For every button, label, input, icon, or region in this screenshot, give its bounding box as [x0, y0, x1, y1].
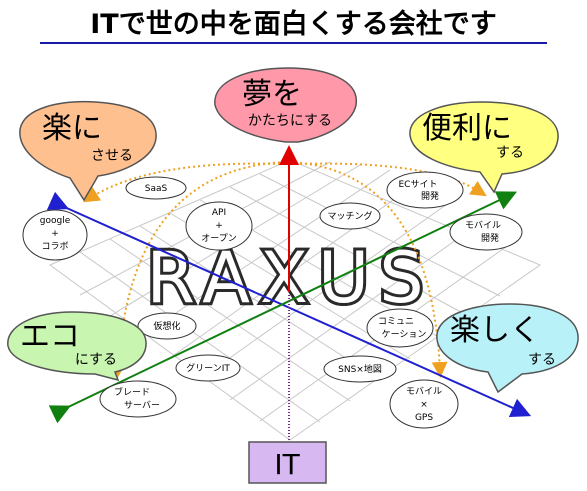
bubble-matching: マッチング — [319, 202, 381, 230]
callout-tanoshiku: 楽しく する — [436, 303, 579, 394]
svg-text:グリーンIT: グリーンIT — [186, 362, 230, 374]
bubble-ecsite: ECサイト 開発 — [386, 171, 464, 209]
bubble-kasouka: 仮想化 — [137, 312, 197, 340]
svg-text:ケーション: ケーション — [382, 329, 427, 340]
arc-right-upper — [294, 162, 487, 197]
svg-text:サーバー: サーバー — [124, 400, 160, 411]
svg-text:する: する — [496, 145, 524, 161]
svg-text:開発: 開発 — [421, 190, 439, 202]
svg-text:IT: IT — [274, 448, 300, 481]
svg-text:+: + — [51, 229, 59, 239]
bubble-saas: SaaS — [125, 176, 187, 200]
svg-text:マッチング: マッチング — [327, 210, 372, 222]
bubble-community: コミュニ ケーション — [366, 308, 434, 348]
svg-text:×: × — [420, 400, 428, 410]
bubble-api: API + オープン — [185, 201, 253, 251]
bubble-blade: ブレード サーバー — [99, 380, 177, 418]
svg-text:google: google — [40, 216, 71, 226]
svg-text:GPS: GPS — [415, 413, 433, 423]
svg-text:便利に: 便利に — [422, 111, 512, 146]
svg-text:モバイル: モバイル — [406, 386, 442, 397]
svg-text:API: API — [212, 208, 226, 218]
it-box: IT — [248, 441, 327, 484]
bubble-sns-map: SNS×地図 — [323, 355, 397, 383]
axis-green — [48, 191, 518, 424]
svg-text:仮想化: 仮想化 — [153, 320, 180, 332]
callout-yume: 夢を かたちにする — [214, 67, 357, 143]
svg-text:楽しく: 楽しく — [450, 313, 540, 348]
svg-text:SNS×地図: SNS×地図 — [338, 363, 382, 375]
svg-text:オープン: オープン — [201, 233, 236, 244]
svg-text:エコ: エコ — [20, 319, 80, 354]
bubble-green-it: グリーンIT — [175, 354, 241, 382]
bubble-mobile-gps: モバイル × GPS — [389, 379, 459, 429]
svg-text:+: + — [215, 221, 223, 231]
title-underline — [40, 42, 547, 44]
page-title: ITで世の中を面白くする会社です — [90, 9, 497, 40]
callout-benri: 便利に する — [409, 101, 559, 194]
svg-text:コミュニ: コミュニ — [378, 317, 414, 327]
svg-text:させる: させる — [91, 148, 133, 164]
svg-text:にする: にする — [75, 352, 117, 368]
svg-text:モバイル: モバイル — [465, 220, 501, 231]
svg-text:かたちにする: かたちにする — [248, 113, 332, 129]
svg-text:SaaS: SaaS — [145, 184, 168, 194]
svg-text:コラボ: コラボ — [41, 241, 68, 252]
callout-eco: エコ にする — [7, 311, 147, 382]
svg-text:ECサイト: ECサイト — [399, 179, 438, 190]
svg-text:する: する — [528, 352, 556, 368]
svg-text:楽に: 楽に — [42, 111, 102, 146]
callout-raku: 楽に させる — [19, 100, 157, 202]
bubble-google: google + コラボ — [22, 209, 88, 261]
arc-left-upper — [83, 162, 281, 203]
bubble-mobile-dev: モバイル 開発 — [449, 213, 523, 251]
svg-text:開発: 開発 — [481, 232, 499, 244]
svg-text:ブレード: ブレード — [114, 386, 150, 398]
svg-text:夢を: 夢を — [242, 77, 302, 112]
